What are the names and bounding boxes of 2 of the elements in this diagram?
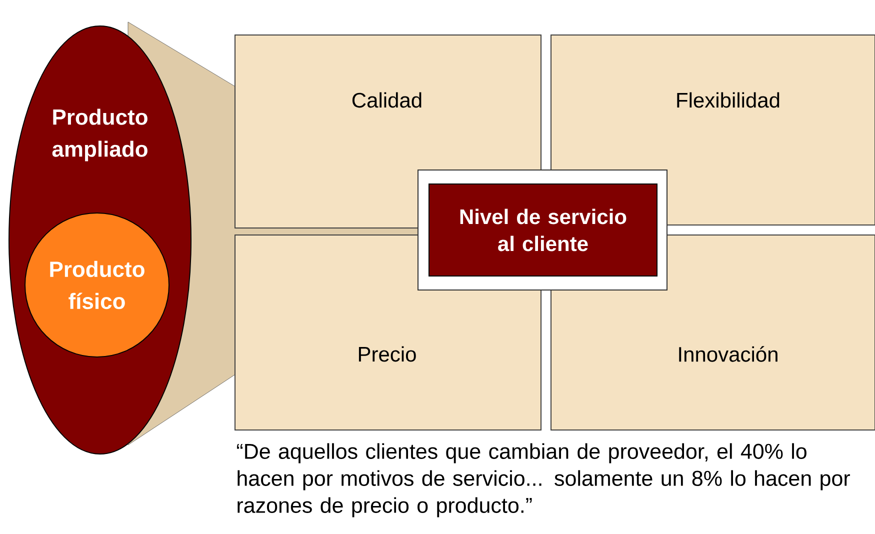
quote-text: “De aquellos clientes que cambian de proveedor, el 40% lo hacen por motivos de servicio... solamente un 8% lo hacen por razones de precio o producto.” [237,443,850,518]
service-box: Nivel de servicio al cliente [418,170,668,290]
